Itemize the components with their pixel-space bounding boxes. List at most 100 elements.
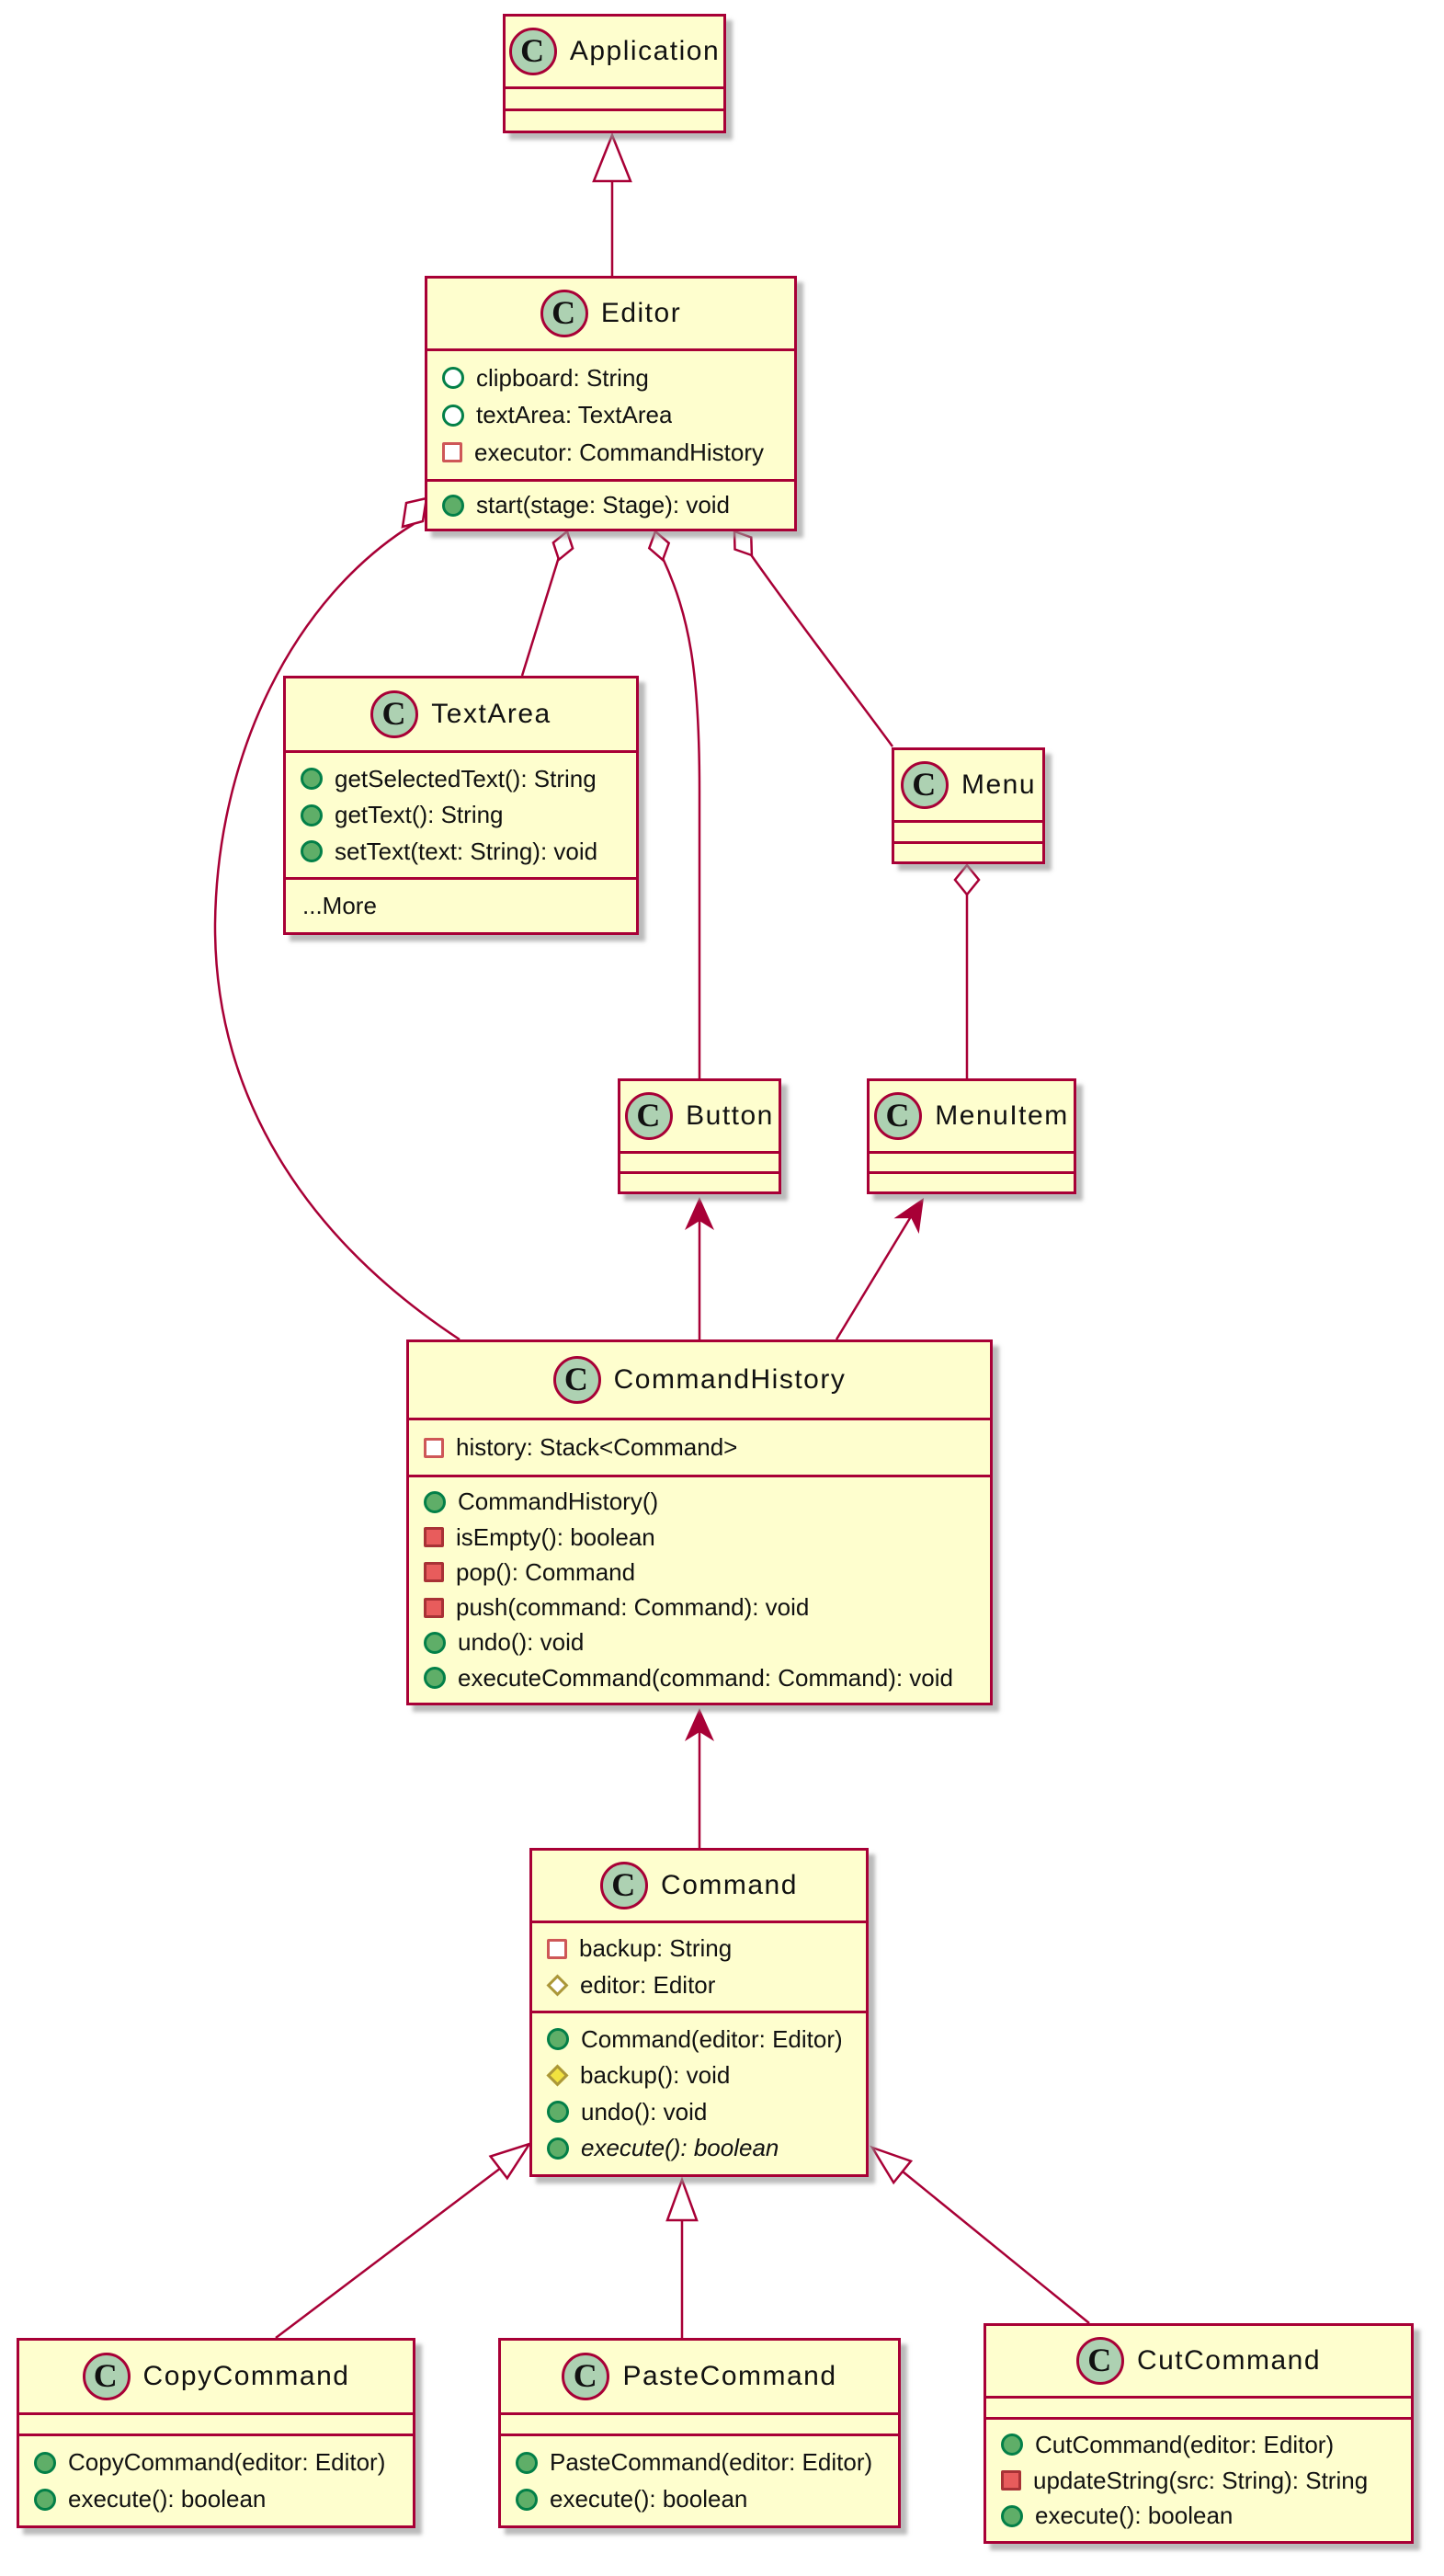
class-name: Command — [661, 1870, 798, 1900]
public-method-icon — [547, 2028, 569, 2051]
fields-section — [19, 2415, 413, 2436]
aggregation-diamond-icon — [647, 529, 671, 563]
method-row: setText(text: String): void — [286, 838, 636, 866]
more-section: ...More — [286, 880, 636, 932]
class-title: C CommandHistory — [409, 1342, 990, 1420]
method-row: execute(): boolean — [19, 2485, 413, 2513]
edge-editor-commandhistory — [213, 522, 460, 1341]
class-title: C Command — [532, 1851, 866, 1923]
public-method-icon — [547, 2101, 569, 2124]
fields-section — [506, 89, 723, 111]
methods-section: CopyCommand(editor: Editor) execute(): b… — [19, 2436, 413, 2525]
class-box-copycommand: C CopyCommand CopyCommand(editor: Editor… — [17, 2338, 415, 2528]
association-arrow-icon — [893, 1198, 924, 1234]
class-badge-icon: C — [82, 2353, 131, 2400]
fields-section — [986, 2399, 1411, 2420]
public-method-icon — [34, 2451, 56, 2474]
field-row: clipboard: String — [427, 364, 794, 393]
methods-section — [870, 1174, 1074, 1191]
more-row: ...More — [302, 892, 377, 919]
class-name: MenuItem — [935, 1100, 1069, 1131]
fields-section — [620, 1154, 779, 1174]
fields-section — [894, 823, 1042, 844]
method-row: push(command: Command): void — [409, 1593, 990, 1622]
public-method-icon — [516, 2488, 538, 2511]
aggregation-diamond-icon — [401, 496, 428, 529]
generalization-arrow-icon — [592, 131, 632, 183]
method-row: Command(editor: Editor) — [532, 2025, 866, 2054]
class-name: CutCommand — [1136, 2345, 1322, 2376]
methods-section: getSelectedText(): String getText(): Str… — [286, 753, 636, 880]
field-row: textArea: TextArea — [427, 401, 794, 429]
class-title: C Button — [620, 1081, 779, 1154]
class-name: Application — [569, 36, 721, 66]
class-title: C Application — [506, 17, 723, 89]
class-name: Button — [686, 1100, 774, 1131]
methods-section — [506, 111, 723, 131]
private-field-icon — [547, 1938, 567, 1959]
class-box-textarea: C TextArea getSelectedText(): String get… — [283, 676, 639, 935]
edge-editor-textarea — [520, 556, 561, 677]
class-title: C Editor — [427, 279, 794, 351]
aggregation-diamond-icon — [953, 863, 981, 896]
public-method-icon — [424, 1490, 446, 1513]
generalization-arrow-icon — [870, 2145, 914, 2185]
aggregation-diamond-icon — [551, 529, 574, 562]
methods-section: CutCommand(editor: Editor) updateString(… — [986, 2420, 1411, 2541]
field-row: backup: String — [532, 1934, 866, 1963]
class-box-application: C Application — [503, 14, 726, 133]
method-row: PasteCommand(editor: Editor) — [501, 2448, 898, 2477]
aggregation-diamond-icon — [733, 530, 754, 557]
field-row: editor: Editor — [532, 1971, 866, 2000]
class-badge-icon: C — [1075, 2337, 1124, 2385]
method-row: getText(): String — [286, 801, 636, 829]
class-title: C CutCommand — [986, 2326, 1411, 2399]
class-badge-icon: C — [540, 290, 588, 337]
class-box-editor: C Editor clipboard: String textArea: Tex… — [425, 276, 797, 531]
class-name: Menu — [961, 769, 1037, 800]
fields-section: history: Stack<Command> — [409, 1420, 990, 1477]
class-title: C MenuItem — [870, 1081, 1074, 1154]
methods-section: start(stage: Stage): void — [427, 482, 794, 529]
methods-section: CommandHistory() isEmpty(): boolean pop(… — [409, 1477, 990, 1703]
public-method-icon — [516, 2451, 538, 2474]
methods-section: PasteCommand(editor: Editor) execute(): … — [501, 2436, 898, 2525]
generalization-arrow-icon — [665, 2176, 699, 2222]
private-method-icon — [1001, 2470, 1021, 2491]
methods-section — [894, 844, 1042, 862]
class-name: Editor — [600, 298, 682, 328]
public-field-icon — [442, 367, 464, 389]
class-box-cutcommand: C CutCommand CutCommand(editor: Editor) … — [984, 2323, 1414, 2544]
association-arrow-icon — [685, 1197, 714, 1230]
class-box-pastecommand: C PasteCommand PasteCommand(editor: Edit… — [498, 2338, 901, 2528]
class-badge-icon: C — [508, 28, 557, 75]
class-box-commandhistory: C CommandHistory history: Stack<Command>… — [406, 1339, 993, 1705]
edge-copycommand-command — [275, 2167, 502, 2339]
method-row: updateString(src: String): String — [986, 2467, 1411, 2495]
method-row: undo(): void — [532, 2098, 866, 2126]
method-row: execute(): boolean — [986, 2502, 1411, 2530]
field-row: history: Stack<Command> — [409, 1433, 990, 1462]
private-field-icon — [442, 442, 462, 462]
methods-section: Command(editor: Editor) backup(): void u… — [532, 2013, 866, 2174]
public-method-icon — [424, 1631, 446, 1654]
class-name: PasteCommand — [622, 2361, 837, 2391]
class-box-menu: C Menu — [892, 747, 1045, 864]
public-method-icon — [547, 2137, 569, 2160]
private-field-icon — [424, 1437, 444, 1458]
method-row: pop(): Command — [409, 1558, 990, 1587]
generalization-arrow-icon — [488, 2141, 532, 2181]
public-method-icon — [301, 840, 323, 862]
edge-commandhistory-menuitem — [835, 1213, 915, 1340]
fields-section — [501, 2415, 898, 2436]
method-row: executeCommand(command: Command): void — [409, 1664, 990, 1693]
public-method-icon — [34, 2488, 56, 2511]
class-title: C CopyCommand — [19, 2341, 413, 2415]
private-method-icon — [424, 1597, 444, 1618]
fields-section: clipboard: String textArea: TextArea exe… — [427, 351, 794, 482]
method-row: undo(): void — [409, 1628, 990, 1657]
fields-section — [870, 1154, 1074, 1174]
protected-field-icon — [546, 1974, 569, 1997]
class-title: C TextArea — [286, 678, 636, 753]
